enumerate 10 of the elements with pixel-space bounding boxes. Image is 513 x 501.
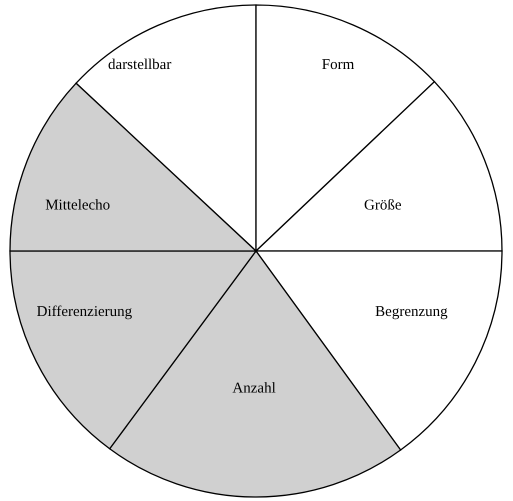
sector-label: Begrenzung xyxy=(375,304,448,320)
sector-label: Mittelecho xyxy=(45,197,110,214)
pie-sector xyxy=(255,4,436,252)
sector-label: darstellbar xyxy=(108,57,172,74)
sector-label: Anzahl xyxy=(232,380,276,396)
pie-sector xyxy=(255,81,503,252)
sector-label: Differenzierung xyxy=(36,304,132,320)
pie-sector xyxy=(9,82,257,252)
sector-label: Größe xyxy=(364,197,402,214)
sector-label: Form xyxy=(322,57,354,74)
